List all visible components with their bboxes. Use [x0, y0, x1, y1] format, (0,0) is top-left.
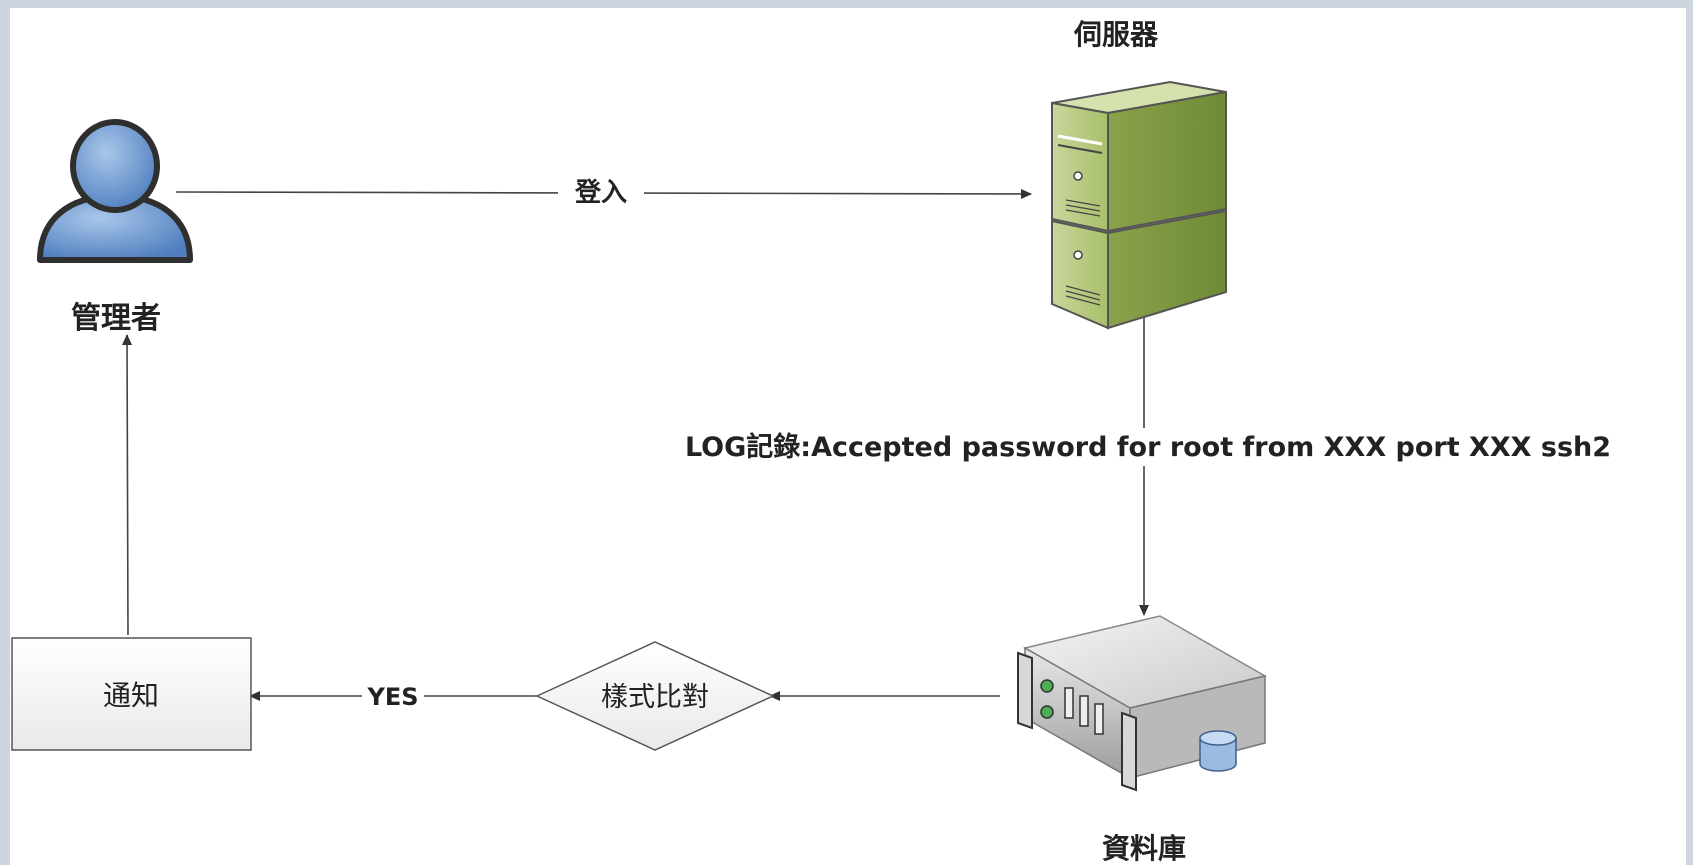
admin-node: 管理者 [37, 119, 193, 336]
login-label: 登入 [574, 177, 627, 208]
database-node: 資料庫 [1017, 615, 1268, 865]
notify-label: 通知 [103, 679, 159, 712]
user-icon [37, 119, 193, 263]
match-label: 樣式比對 [601, 682, 709, 713]
server-node: 伺服器 [1051, 18, 1227, 330]
database-label: 資料庫 [1102, 832, 1186, 865]
notify-node: 通知 [11, 637, 252, 751]
edge-login: 登入 [175, 176, 1032, 210]
edge-yes: YES [249, 680, 537, 712]
edge-log: LOG記錄:Accepted password for root from XX… [622, 304, 1682, 616]
edge-notify-to-admin [122, 334, 133, 636]
match-node: 樣式比對 [535, 641, 775, 751]
log-label: LOG記錄:Accepted password for root from XX… [685, 431, 1611, 463]
diagram-svg: 登入 LOG記錄:Accepted password for root from… [11, 18, 1682, 865]
server-label: 伺服器 [1073, 18, 1159, 51]
yes-label: YES [366, 683, 418, 711]
server-tower-icon [1051, 80, 1227, 330]
admin-label: 管理者 [71, 301, 161, 336]
database-server-icon [1017, 615, 1268, 792]
diagram-canvas: 登入 LOG記錄:Accepted password for root from… [10, 8, 1686, 865]
